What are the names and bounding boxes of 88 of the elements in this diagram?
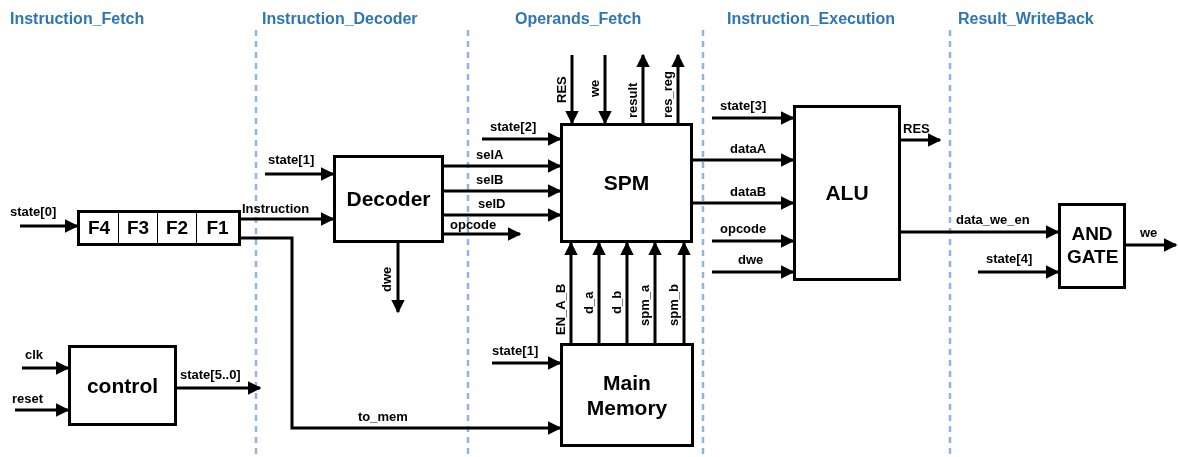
signal-arrow — [693, 153, 795, 167]
signal-arrow — [671, 53, 685, 123]
control-block — [68, 345, 177, 426]
signal-label: we — [1140, 225, 1158, 240]
block-label: Decoder — [346, 186, 431, 212]
signal-arrow — [712, 111, 795, 125]
signal-arrow — [620, 241, 634, 343]
signal-label: spm_b — [666, 284, 681, 326]
signal-arrow — [444, 159, 562, 173]
alu-block — [793, 105, 901, 281]
spm-block — [560, 123, 693, 243]
signal-label: selA — [476, 147, 504, 162]
signal-label: opcode — [450, 217, 497, 232]
block-label: F4 — [87, 216, 111, 240]
block-label: control — [86, 372, 159, 399]
block-label: F2 — [165, 216, 189, 240]
signal-label: state[3] — [720, 98, 767, 113]
register-box — [77, 210, 241, 246]
signal-arrow — [241, 236, 562, 435]
signal-label: EN_A_B — [553, 283, 568, 335]
block-label: F1 — [206, 216, 229, 240]
signal-arrow — [482, 132, 562, 146]
signal-arrow — [565, 55, 579, 125]
column-heading: Instruction_Execution — [727, 10, 896, 28]
column-heading: Instruction_Fetch — [10, 10, 145, 28]
signal-arrow — [901, 225, 1060, 239]
signal-arrow — [265, 167, 335, 181]
signal-arrow — [241, 212, 335, 226]
signal-label: RES — [554, 76, 569, 103]
signal-label: reset — [12, 391, 44, 406]
signal-arrow — [592, 241, 606, 343]
register-cell — [119, 213, 160, 243]
signal-arrow — [598, 55, 612, 125]
block-label: AND GATE — [1067, 223, 1117, 269]
block-label: Main Memory — [585, 369, 669, 421]
signal-label: clk — [25, 347, 44, 362]
signal-label: Instruction — [242, 201, 310, 216]
signal-label: selB — [476, 172, 504, 187]
signal-label: result — [625, 82, 640, 118]
signal-label: d_b — [609, 290, 624, 314]
signal-arrow — [22, 361, 70, 375]
signal-arrow — [1126, 238, 1178, 252]
column-heading: Instruction_Decoder — [262, 10, 418, 28]
signal-arrow — [20, 219, 79, 233]
signal-label: dataB — [730, 184, 767, 199]
signal-label: state[2] — [490, 119, 537, 134]
signal-arrow — [648, 241, 662, 343]
signal-arrow — [712, 265, 795, 279]
signal-label: state[1] — [492, 343, 539, 358]
signal-label: opcode — [720, 221, 767, 236]
signal-arrow — [693, 196, 795, 210]
signal-label: spm_a — [637, 284, 652, 326]
signal-arrow — [444, 227, 522, 241]
signal-label: dwe — [738, 252, 764, 267]
signal-label: dataA — [730, 141, 767, 156]
signal-label: to_mem — [358, 409, 408, 424]
signal-label: RES — [903, 121, 930, 136]
register-cell — [158, 213, 199, 243]
signal-arrow — [15, 403, 70, 417]
signal-label: dwe — [379, 266, 394, 292]
and-gate-block — [1058, 203, 1126, 289]
signal-label: state[4] — [986, 251, 1033, 266]
signal-label: state[0] — [10, 204, 57, 219]
memory-block — [560, 343, 694, 447]
signal-label: state[5..0] — [180, 367, 241, 382]
block-label: SPM — [603, 170, 650, 196]
signal-arrow — [492, 356, 562, 370]
signal-label: data_we_en — [956, 212, 1030, 227]
signal-arrow — [712, 234, 795, 248]
block-label: ALU — [825, 180, 869, 206]
signal-label: d_a — [581, 291, 596, 314]
column-heading: Operands_Fetch — [515, 10, 642, 28]
column-heading: Result_WriteBack — [958, 10, 1094, 28]
signal-arrow — [444, 208, 562, 222]
signal-arrow — [978, 265, 1060, 279]
block-label: F3 — [126, 216, 150, 240]
signal-arrow — [636, 53, 650, 123]
signal-label: selD — [478, 196, 506, 211]
signal-arrow — [901, 133, 942, 147]
signal-label: we — [587, 79, 602, 97]
signal-label: res_reg — [660, 71, 675, 118]
decoder-block — [333, 155, 444, 243]
signal-label: state[1] — [268, 152, 315, 167]
signal-arrow — [391, 243, 405, 314]
signal-arrow — [177, 381, 262, 395]
signal-arrow — [677, 241, 691, 343]
signal-arrow — [444, 184, 562, 198]
signal-arrow — [564, 241, 578, 343]
